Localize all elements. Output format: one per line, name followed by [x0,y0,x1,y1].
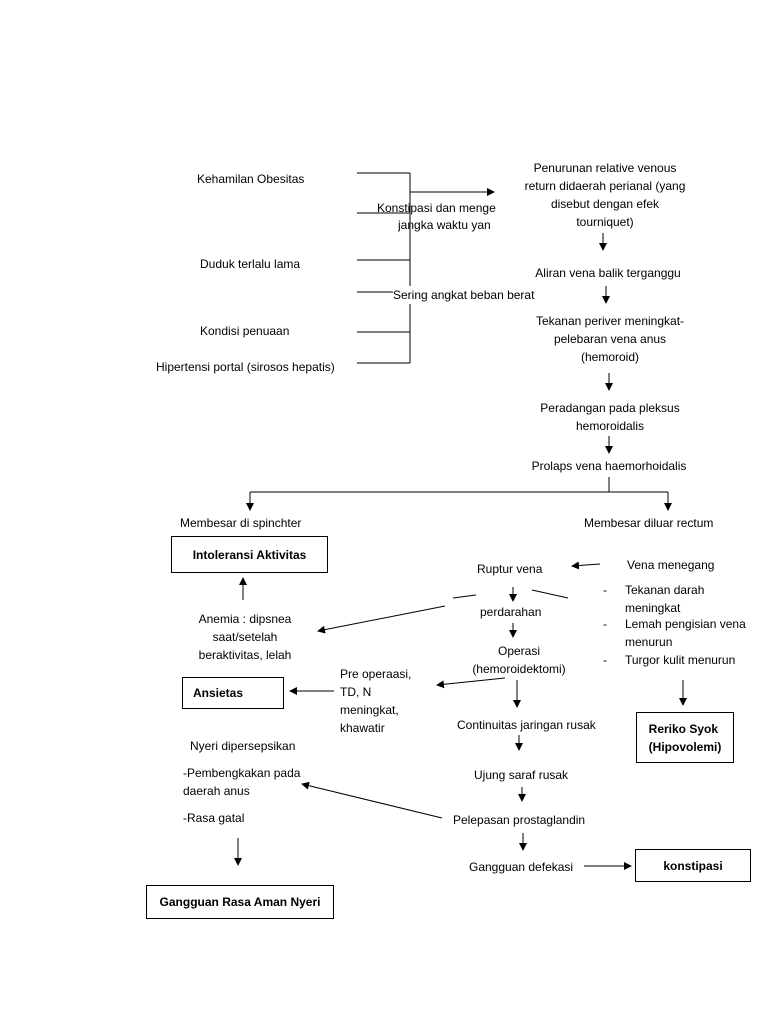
node-ujung-saraf: Ujung saraf rusak [474,768,569,782]
diagnosis-konstipasi: konstipasi [635,849,751,882]
bullet-dash: - [603,617,607,631]
node-peradangan-pleksus: Peradangan pada pleksus hemoroidalis [540,401,680,433]
cause-konstipasi-line2: jangka waktu yan [398,218,491,232]
node-nyeri-dipersepsikan: Nyeri dipersepsikan [190,739,296,753]
node-ruptur-vena: Ruptur vena [477,562,543,576]
node-pre-operasi: Pre operaasi, TD, N meningkat, khawatir [340,667,412,735]
cause-duduk-terlalu-lama: Duduk terlalu lama [200,257,301,271]
diagnosis-syok-label: Reriko Syok (Hipovolemi) [648,721,722,754]
node-membesar-diluar-rectum: Membesar diluar rectum [584,516,714,530]
bullet-dash: - [603,583,607,597]
node-membesar-spinchter: Membesar di spinchter [180,516,302,530]
node-pembengkakan: -Pembengkakan pada daerah anus [183,766,301,798]
diagnosis-intoleransi-aktivitas: Intoleransi Aktivitas [171,536,328,573]
cause-kehamilan-obesitas: Kehamilan Obesitas [197,172,305,186]
node-gangguan-defekasi: Gangguan defekasi [469,860,574,874]
node-tekanan-periver: Tekanan periver meningkat- pelebaran ven… [535,314,685,364]
cause-konstipasi-line1: Konstipasi dan menge [377,201,496,215]
node-prolaps-vena: Prolaps vena haemorhoidalis [531,459,687,473]
bullet-dash: - [603,653,607,667]
node-rasa-gatal: -Rasa gatal [183,811,245,825]
cause-hipertensi-portal: Hipertensi portal (sirosos hepatis) [156,360,335,374]
node-perdarahan: perdarahan [480,605,542,619]
diagnosis-konstipasi-label: konstipasi [663,858,723,873]
diagnosis-gangguan-nyeri-label: Gangguan Rasa Aman Nyeri [159,895,321,909]
node-turgor-kulit: Turgor kulit menurun [625,653,736,667]
diagnosis-gangguan-rasa-aman-nyeri: Gangguan Rasa Aman Nyeri [146,885,334,919]
diagnosis-resiko-syok: Reriko Syok (Hipovolemi) [636,712,734,763]
node-tekanan-darah: Tekanan darah meningkat [625,583,705,615]
node-continuitas-jaringan: Continuitas jaringan rusak [457,718,596,732]
diagnosis-intoleransi-label: Intoleransi Aktivitas [192,547,307,562]
node-penurunan-venous-return: Penurunan relative venous return didaera… [524,161,686,229]
node-anemia: Anemia : dipsnea saat/setelah beraktivit… [198,612,292,662]
cause-kondisi-penuaan: Kondisi penuaan [200,324,290,338]
node-aliran-vena-terganggu: Aliran vena balik terganggu [535,266,681,280]
diagnosis-ansietas-label: Ansietas [193,686,244,700]
node-lemah-pengisian-vena: Lemah pengisian vena menurun [625,617,746,649]
node-vena-menegang: Vena menegang [627,558,715,572]
diagnosis-ansietas: Ansietas [182,677,284,709]
cause-sering-angkat-beban: Sering angkat beban berat [393,286,535,304]
node-pelepasan-prostaglandin: Pelepasan prostaglandin [453,813,586,827]
node-operasi-hemoroidektomi: Operasi (hemoroidektomi) [472,644,566,676]
